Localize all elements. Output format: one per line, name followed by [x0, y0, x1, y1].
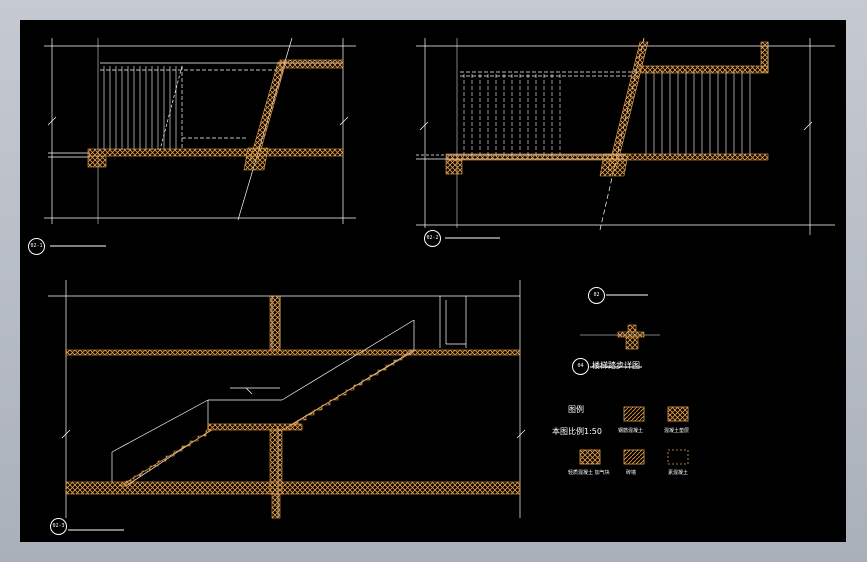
view-02-1-structure: [87, 59, 344, 171]
detail-tag-04[interactable]: 04: [572, 358, 589, 375]
drawing-svg: [44, 37, 835, 531]
swatch-plain-concrete: [667, 449, 689, 465]
title-underlines: [50, 237, 500, 531]
legend-label-lightweight-concrete: 轻质混凝土 加气块: [568, 470, 610, 476]
legend-title: 图例: [568, 405, 584, 414]
legend-swatches: [579, 406, 689, 465]
scale-note: 本图比例1:50: [552, 427, 602, 436]
legend-label-reinforced-concrete: 钢筋混凝土: [618, 428, 644, 434]
legend-label-brick-wall: 砖墙: [626, 470, 637, 476]
swatch-concrete-cushion: [667, 406, 689, 422]
legend-label-concrete-cushion: 混凝土垫层: [664, 428, 690, 434]
view-02-2-structure: [445, 41, 769, 177]
view-tag-02-1[interactable]: 02-1: [28, 238, 45, 255]
detail-title: 楼梯踏步详图: [592, 361, 640, 370]
swatch-lightweight-concrete: [579, 449, 601, 465]
legend-label-plain-concrete: 素混凝土: [668, 470, 689, 476]
view-02-2: [416, 37, 835, 235]
view-tag-02-2[interactable]: 02-2: [424, 230, 441, 247]
detail-stair-tread: [580, 294, 660, 368]
view-02-3-stairs: [65, 295, 521, 519]
swatch-brick-wall: [623, 449, 645, 465]
swatch-reinforced-concrete: [623, 406, 645, 422]
detail-tag-02[interactable]: 02: [588, 287, 605, 304]
cad-drawing-canvas[interactable]: 02-1 02-2 02-3 02 04 楼梯踏步详图 图例 本图比例1:50 …: [20, 20, 846, 542]
view-tag-02-3[interactable]: 02-3: [50, 518, 67, 535]
